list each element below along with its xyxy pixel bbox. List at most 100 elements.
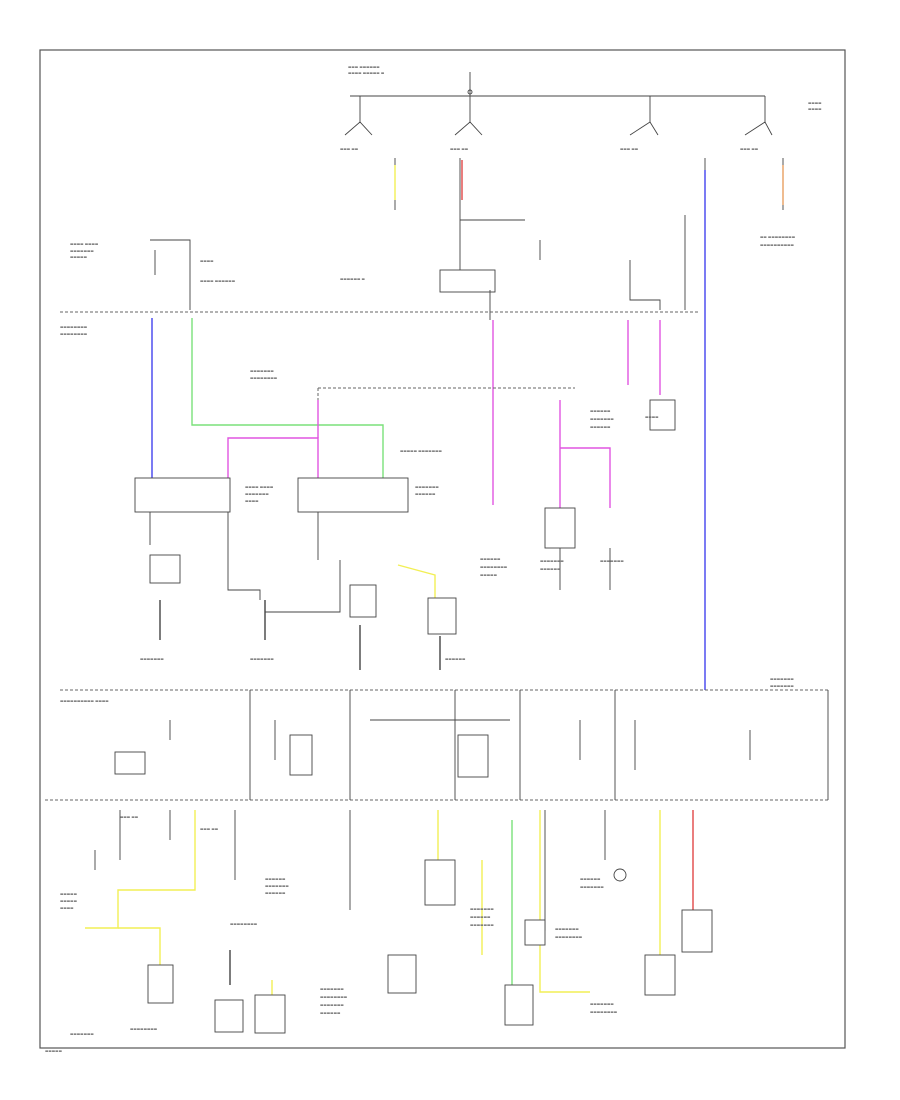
connector-box-1	[544, 507, 576, 549]
svg-text:▬▬▬▬▬▬▬: ▬▬▬▬▬▬▬	[555, 927, 579, 931]
svg-text:▬▬▬▬▬▬▬: ▬▬▬▬▬▬▬	[265, 884, 289, 888]
svg-text:▬▬▬▬▬▬▬▬: ▬▬▬▬▬▬▬▬	[60, 332, 88, 336]
svg-text:▬▬▬▬▬: ▬▬▬▬▬	[60, 899, 78, 903]
svg-text:▬▬▬▬▬▬▬: ▬▬▬▬▬▬▬	[245, 492, 269, 496]
svg-text:▬▬▬▬: ▬▬▬▬	[245, 499, 259, 503]
diagram-frame	[39, 49, 846, 1049]
svg-text:▬▬▬ ▬▬: ▬▬▬ ▬▬	[740, 147, 759, 151]
relay-module-right	[297, 477, 409, 513]
svg-text:▬▬▬ ▬▬▬▬▬▬: ▬▬▬ ▬▬▬▬▬▬	[348, 65, 380, 69]
svg-text:▬▬▬▬▬▬▬▬: ▬▬▬▬▬▬▬▬	[480, 565, 508, 569]
svg-text:▬▬▬ ▬▬: ▬▬▬ ▬▬	[120, 815, 139, 819]
svg-text:▬▬▬▬▬▬▬: ▬▬▬▬▬▬▬	[590, 1002, 614, 1006]
wire-black-1	[159, 600, 441, 985]
svg-text:▬▬▬▬▬▬: ▬▬▬▬▬▬	[320, 1011, 341, 1015]
svg-text:▬▬ ▬▬▬▬▬▬▬▬: ▬▬ ▬▬▬▬▬▬▬▬	[760, 235, 796, 239]
svg-text:▬▬▬▬▬▬▬: ▬▬▬▬▬▬▬	[600, 559, 624, 563]
svg-text:▬▬▬▬▬: ▬▬▬▬▬	[70, 255, 88, 259]
component-3	[424, 859, 456, 906]
svg-text:▬▬▬▬▬▬: ▬▬▬▬▬▬	[590, 425, 611, 429]
svg-text:▬▬▬▬▬▬▬: ▬▬▬▬▬▬▬	[540, 559, 564, 563]
component-7	[644, 954, 676, 996]
svg-text:▬▬▬▬▬▬▬: ▬▬▬▬▬▬▬	[320, 1003, 344, 1007]
svg-text:▬▬▬▬: ▬▬▬▬	[808, 107, 822, 111]
svg-text:▬▬▬▬▬▬: ▬▬▬▬▬▬	[480, 557, 501, 561]
svg-text:▬▬▬▬▬▬: ▬▬▬▬▬▬	[580, 877, 601, 881]
svg-text:▬▬▬▬▬▬▬: ▬▬▬▬▬▬▬	[250, 657, 274, 661]
underhood-fuse-box	[439, 269, 496, 293]
wire-yellow-8	[539, 810, 590, 993]
relay-bottom-a	[149, 554, 181, 584]
svg-text:▬▬▬▬▬▬▬: ▬▬▬▬▬▬▬	[590, 417, 614, 421]
svg-text:▬▬▬▬: ▬▬▬▬	[200, 259, 214, 263]
svg-text:▬▬▬▬▬▬▬: ▬▬▬▬▬▬▬	[70, 1032, 94, 1036]
wire-magenta-4	[559, 400, 611, 508]
svg-text:▬▬▬▬▬▬▬: ▬▬▬▬▬▬▬	[415, 485, 439, 489]
wire-yellow-2	[397, 564, 436, 598]
svg-text:▬▬▬▬ ▬▬▬▬▬▬: ▬▬▬▬ ▬▬▬▬▬▬	[200, 279, 236, 283]
wire-yellow-3	[85, 810, 196, 929]
bottom-components: ▬▬▬▬▬ ▬▬▬▬▬ ▬▬▬▬ ▬▬▬▬▬▬ ▬▬▬▬▬▬▬ ▬▬▬▬▬▬ ▬…	[45, 810, 713, 1053]
svg-text:▬▬▬▬▬▬▬: ▬▬▬▬▬▬▬	[470, 907, 494, 911]
component-2	[254, 994, 286, 1034]
component-4	[387, 954, 417, 994]
component-9	[214, 999, 244, 1033]
svg-text:▬▬▬▬▬▬▬▬: ▬▬▬▬▬▬▬▬	[60, 325, 88, 329]
svg-text:▬▬▬▬▬▬▬: ▬▬▬▬▬▬▬	[250, 369, 274, 373]
svg-text:▬▬▬▬▬▬▬: ▬▬▬▬▬▬▬	[70, 249, 94, 253]
component-5	[504, 984, 534, 1026]
wire-green-1	[191, 318, 384, 478]
component-8	[681, 909, 713, 953]
upper-fuse-section: ▬▬▬▬ ▬▬▬▬ ▬▬▬▬▬▬▬ ▬▬▬▬▬ ▬▬▬▬ ▬▬▬▬ ▬▬▬▬▬▬…	[60, 215, 796, 336]
relay-bottom-b	[349, 584, 377, 618]
svg-text:▬▬▬▬▬▬: ▬▬▬▬▬▬	[265, 891, 286, 895]
relay-bottom-c	[427, 597, 457, 635]
relay-module-left	[134, 477, 231, 513]
connector-box-2	[649, 399, 676, 431]
svg-text:▬▬▬▬▬▬: ▬▬▬▬▬▬	[470, 915, 491, 919]
relay-section: ▬▬▬▬▬▬▬ ▬▬▬▬▬▬▬▬ ▬▬▬▬ ▬▬▬▬ ▬▬▬▬▬▬▬ ▬▬▬▬ …	[134, 369, 676, 661]
svg-text:▬▬▬▬: ▬▬▬▬	[60, 906, 74, 910]
svg-text:▬▬▬▬▬▬▬▬▬▬ ▬▬▬▬: ▬▬▬▬▬▬▬▬▬▬ ▬▬▬▬	[60, 699, 109, 703]
svg-text:▬▬▬▬▬: ▬▬▬▬▬	[480, 573, 498, 577]
svg-text:▬▬▬▬▬▬: ▬▬▬▬▬▬	[540, 567, 561, 571]
svg-text:▬▬▬▬▬▬▬: ▬▬▬▬▬▬▬	[470, 923, 494, 927]
svg-text:▬▬▬ ▬▬: ▬▬▬ ▬▬	[200, 827, 219, 831]
svg-text:▬▬▬▬: ▬▬▬▬	[808, 101, 822, 105]
under-dash-fuse-box: ▬▬▬▬▬▬▬ ▬▬▬▬▬▬▬ ▬▬▬▬▬▬▬▬▬▬ ▬▬▬▬ ▬▬▬ ▬▬ ▬…	[45, 677, 830, 831]
svg-text:▬▬▬ ▬▬: ▬▬▬ ▬▬	[340, 147, 359, 151]
svg-text:▬▬▬▬▬▬▬: ▬▬▬▬▬▬▬	[770, 684, 794, 688]
svg-text:▬▬▬▬▬▬: ▬▬▬▬▬▬	[415, 492, 436, 496]
svg-text:▬▬▬▬▬▬▬: ▬▬▬▬▬▬▬	[320, 987, 344, 991]
component-6	[524, 919, 546, 946]
wire-magenta-1	[227, 437, 319, 478]
svg-text:▬▬▬▬▬▬▬: ▬▬▬▬▬▬▬	[580, 885, 604, 889]
svg-text:▬▬▬▬▬▬▬▬: ▬▬▬▬▬▬▬▬	[250, 376, 278, 380]
svg-text:▬▬▬▬▬▬: ▬▬▬▬▬▬	[590, 409, 611, 413]
svg-text:▬▬▬▬▬▬▬▬▬▬: ▬▬▬▬▬▬▬▬▬▬	[760, 243, 795, 247]
ignition-labels: ▬▬▬ ▬▬▬▬▬▬ ▬▬▬▬ ▬▬▬▬▬ ▬ ▬▬▬▬ ▬▬▬▬ ▬▬▬ ▬▬…	[340, 65, 822, 151]
colored-wires	[85, 160, 784, 995]
svg-text:▬▬▬▬ ▬▬▬▬: ▬▬▬▬ ▬▬▬▬	[70, 242, 99, 246]
svg-text:▬▬▬▬▬▬▬▬: ▬▬▬▬▬▬▬▬	[320, 995, 348, 999]
svg-text:▬▬▬▬: ▬▬▬▬	[645, 415, 659, 419]
svg-text:▬▬▬▬▬▬ ▬: ▬▬▬▬▬▬ ▬	[340, 277, 366, 281]
svg-text:▬▬▬▬▬▬▬▬: ▬▬▬▬▬▬▬▬	[555, 935, 583, 939]
svg-text:▬▬▬▬▬▬: ▬▬▬▬▬▬	[265, 877, 286, 881]
svg-text:▬▬▬▬▬: ▬▬▬▬▬	[45, 1049, 63, 1053]
svg-text:▬▬▬▬▬▬▬: ▬▬▬▬▬▬▬	[770, 677, 794, 681]
component-1	[147, 964, 174, 1004]
svg-text:▬▬▬▬▬▬: ▬▬▬▬▬▬	[445, 657, 466, 661]
svg-text:▬▬▬▬▬▬▬▬: ▬▬▬▬▬▬▬▬	[130, 1027, 158, 1031]
wire-yellow-4	[118, 927, 161, 965]
svg-text:▬▬▬ ▬▬: ▬▬▬ ▬▬	[450, 147, 469, 151]
svg-text:▬▬▬▬▬▬▬▬: ▬▬▬▬▬▬▬▬	[230, 922, 258, 926]
svg-text:▬▬▬▬▬▬▬▬: ▬▬▬▬▬▬▬▬	[590, 1010, 618, 1014]
svg-text:▬▬▬▬▬▬▬: ▬▬▬▬▬▬▬	[140, 657, 164, 661]
svg-text:▬▬▬▬ ▬▬▬▬: ▬▬▬▬ ▬▬▬▬	[245, 485, 274, 489]
svg-text:▬▬▬▬▬: ▬▬▬▬▬	[60, 892, 78, 896]
svg-text:▬▬▬ ▬▬: ▬▬▬ ▬▬	[620, 147, 639, 151]
svg-text:▬▬▬▬▬ ▬▬▬▬▬▬▬: ▬▬▬▬▬ ▬▬▬▬▬▬▬	[400, 449, 442, 453]
ignition-switch-section: ▬▬▬ ▬▬▬▬▬▬ ▬▬▬▬ ▬▬▬▬▬ ▬ ▬▬▬▬ ▬▬▬▬ ▬▬▬ ▬▬…	[340, 65, 822, 690]
